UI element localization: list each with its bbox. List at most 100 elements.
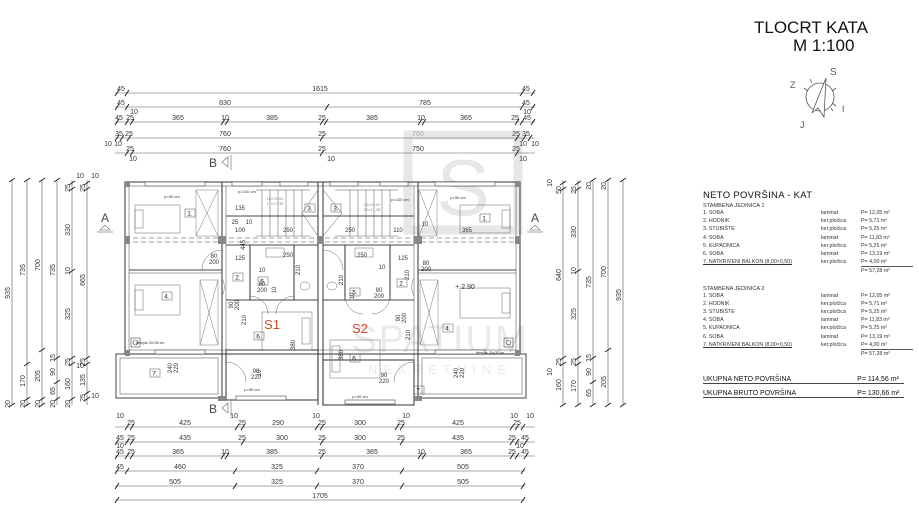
dim-label: 45 xyxy=(116,449,124,456)
room-area: P= 5,25 m² xyxy=(861,308,888,315)
dim-label: 425 xyxy=(179,420,191,427)
dimension-text-bottom: 425 290 300 425 10 25 10 25 10 25 10 25 … xyxy=(116,413,534,500)
dim-label: 125 xyxy=(398,256,409,262)
staircase-right xyxy=(322,189,398,237)
room-material: ker.pločica xyxy=(821,325,847,332)
dim-label: 210 xyxy=(405,269,411,280)
dim-label: 90 xyxy=(50,368,57,376)
dimension-ticks-left xyxy=(8,177,91,408)
area-table-heading: NETO POVRŠINA - KAT xyxy=(703,190,813,201)
dim-label: 135 xyxy=(80,374,87,386)
dimension-ticks-right xyxy=(559,177,627,408)
dim-label: 25 xyxy=(80,184,87,192)
room-tag-4: 4. xyxy=(164,294,170,301)
dim-label: 160 xyxy=(65,378,72,390)
dim-label: 220 xyxy=(174,362,180,373)
dim-label: 435 xyxy=(452,435,464,442)
chimney-label: dimnjak 30×35 cm xyxy=(476,351,505,355)
dim-label: 10 xyxy=(516,443,524,450)
room-material: ker.pločica xyxy=(821,218,847,225)
dim-label: 25 xyxy=(318,131,326,138)
dim-label: 760 xyxy=(219,146,231,153)
room-material: ker.pločica xyxy=(821,300,847,307)
dimension-text-top: 1615 45 45 830 785 45 45 10 10 365 385 3… xyxy=(104,86,539,163)
section-letter: A xyxy=(101,211,109,225)
dim-label: 10 xyxy=(65,267,72,275)
room-material: ker.pločica xyxy=(821,226,847,233)
staircase-left xyxy=(256,189,319,237)
dim-label: 25 xyxy=(65,184,72,192)
room-tag-3: 3. xyxy=(333,206,339,213)
room-name: 7. NATKRIVENI BALKON (8,00×0,50) xyxy=(703,341,792,348)
bathroom-fixtures xyxy=(265,247,374,291)
dim-label: 220 xyxy=(251,375,262,381)
dim-label: 170 xyxy=(20,375,27,387)
dim-label: 10 xyxy=(257,369,263,376)
total-gross-label: UKUPNA BRUTO POVRŠINA xyxy=(703,390,797,397)
dim-label: 785 xyxy=(419,100,431,107)
room-tag-5: 5. xyxy=(352,290,358,297)
dim-label: 45 xyxy=(521,435,529,442)
compass-north-letter: S xyxy=(830,67,837,78)
subtotal-row: P= 57,28 m² xyxy=(861,266,913,275)
section-marker-b-bottom: B xyxy=(209,401,232,416)
section-marker-a-right: A xyxy=(527,211,543,233)
room-material: ker.pločica xyxy=(821,308,847,315)
room-name: 3. STUBIŠTE xyxy=(703,226,735,233)
dim-label: 700 xyxy=(601,266,608,278)
room-area: P= 13,19 m² xyxy=(861,251,891,258)
room-tag-2: 2. xyxy=(235,275,241,282)
dim-label: 45 xyxy=(523,115,531,122)
dim-label: 370 xyxy=(352,479,364,486)
dim-label: 25 xyxy=(127,449,135,456)
room-tag-4: 4. xyxy=(445,326,451,333)
dim-label: 365 xyxy=(172,449,184,456)
room-area: P= 11,83 m² xyxy=(861,234,890,241)
table-row: 7. NATKRIVENI BALKON (8,00×0,50)ker.ploč… xyxy=(703,258,913,266)
window-label: p=90 cm xyxy=(164,194,180,199)
dim-label: 220 xyxy=(379,379,390,385)
total-gross-value: P= 130,66 m² xyxy=(857,390,900,397)
room-name: 5. KUPAONICA xyxy=(703,242,740,249)
room-name: 7. NATKRIVENI BALKON (8,00×0,50) xyxy=(703,259,792,266)
dim-label: 20 xyxy=(586,182,593,190)
level-label: + 2.90 xyxy=(455,284,475,291)
dim-label: 445 xyxy=(241,239,247,250)
dim-label: 90 xyxy=(381,373,388,379)
room-area: P= 5,71 m² xyxy=(861,218,888,225)
dim-label: 80 xyxy=(211,254,218,260)
section-marker-a-left: A xyxy=(97,211,113,233)
room-material: laminat xyxy=(821,210,839,217)
dim-label: 735 xyxy=(50,264,57,276)
dimension-lines-bottom xyxy=(115,426,535,501)
table-row: 7. NATKRIVENI BALKON (8,00×0,50)ker.ploč… xyxy=(703,341,913,349)
dim-label: 25 xyxy=(125,131,133,138)
dim-label: 65 xyxy=(50,387,57,395)
dim-label: 325 xyxy=(271,464,283,471)
dim-label: 250 xyxy=(345,228,356,234)
room-tags: 1. 2. 3. 4. 5. 6. 7. 1. 2. 3. 4. 5. 6. 7… xyxy=(149,203,491,395)
total-net-label: UKUPNA NETO POVRŠINA xyxy=(703,376,792,383)
dimension-ticks-bottom xyxy=(114,423,529,504)
interior-dimensions: p=90 cm p=100 cm 16×20,00 17×17,35 16×20… xyxy=(136,189,505,399)
dim-label: 10 xyxy=(221,449,229,456)
unit-label-s1: S1 xyxy=(264,317,280,332)
dim-label: 10 xyxy=(272,286,278,293)
room-tag-6: 6. xyxy=(352,356,358,363)
room-area: P= 5,71 m² xyxy=(861,300,888,307)
dim-label: 170 xyxy=(571,380,578,392)
dim-label: 300 xyxy=(354,435,366,442)
dim-label: 10 xyxy=(221,115,229,122)
dim-label: 205 xyxy=(601,376,608,388)
dim-label: 25 xyxy=(556,358,563,366)
unit-subtotal: P= 57,28 m² xyxy=(861,350,891,357)
room-tag-1: 1. xyxy=(187,211,193,218)
dim-label: 25 xyxy=(571,358,578,366)
room-name: 1. SOBA xyxy=(703,210,724,217)
dim-label: 80 xyxy=(376,288,383,294)
window-label: p=90 cm xyxy=(352,394,368,399)
dim-label: 10 xyxy=(230,413,238,420)
